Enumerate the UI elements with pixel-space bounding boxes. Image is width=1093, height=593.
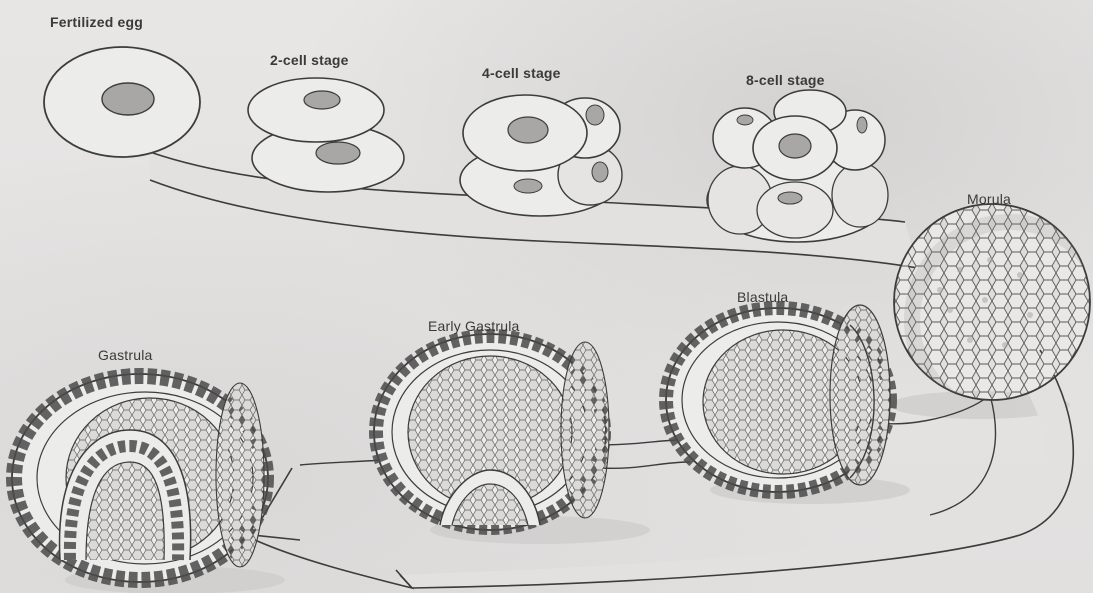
four-cell-illustration (460, 95, 622, 216)
two-cell-illustration (248, 78, 404, 192)
label-fertilized-egg: Fertilized egg (50, 14, 143, 30)
label-eight-cell-stage: 8-cell stage (746, 72, 825, 88)
eight-cell-illustration (707, 90, 888, 242)
label-two-cell-stage: 2-cell stage (270, 52, 349, 68)
gastrula-illustration (12, 374, 268, 582)
label-early-gastrula: Early Gastrula (428, 318, 520, 334)
morula-illustration (894, 204, 1093, 418)
early-gastrula-illustration (374, 334, 609, 530)
blastula-illustration (666, 305, 890, 492)
fertilized-egg-illustration (44, 47, 200, 157)
label-four-cell-stage: 4-cell stage (482, 65, 561, 81)
label-morula: Morula (967, 191, 1011, 207)
label-gastrula: Gastrula (98, 347, 153, 363)
label-blastula: Blastula (737, 289, 788, 305)
